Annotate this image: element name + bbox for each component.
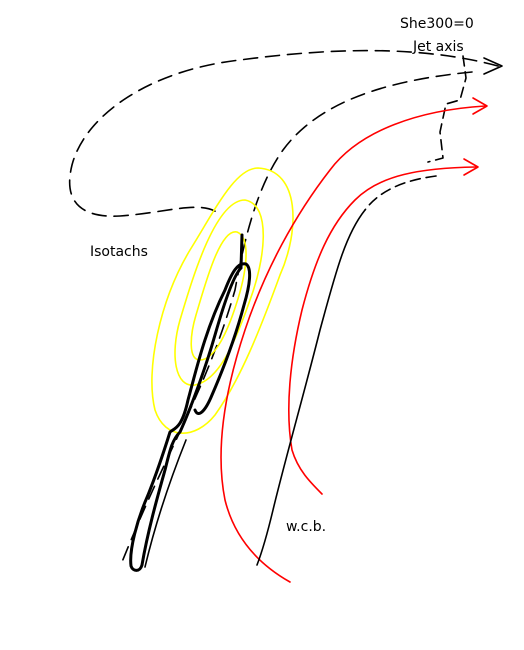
- wcb-label: w.c.b.: [286, 519, 326, 535]
- jet-streak-outline: [129, 233, 252, 572]
- jet-axis-arrowhead: [483, 57, 503, 75]
- wcb-line-dashed: [364, 175, 437, 211]
- shear-label: She300=0: [400, 16, 474, 32]
- jet-axis-line: [121, 71, 473, 563]
- wcb-red-inner-curve: [288, 166, 477, 495]
- wcb-line: [256, 209, 366, 566]
- isotach-inner: [190, 231, 247, 361]
- wcb-red-inner-arrowhead: [463, 158, 479, 176]
- isotach-outer: [151, 167, 294, 434]
- wcb-red-outer-curve: [220, 105, 486, 583]
- isotach-middle: [174, 199, 265, 386]
- jet-axis-label: Jet axis: [412, 39, 464, 55]
- jet-axis-loop-line: [68, 49, 499, 217]
- shear-bracket-line: [427, 55, 467, 163]
- wcb-red-outer-arrowhead: [472, 97, 488, 115]
- jet-streak-trailing-line: [144, 439, 187, 568]
- isotachs-label: Isotachs: [90, 244, 148, 260]
